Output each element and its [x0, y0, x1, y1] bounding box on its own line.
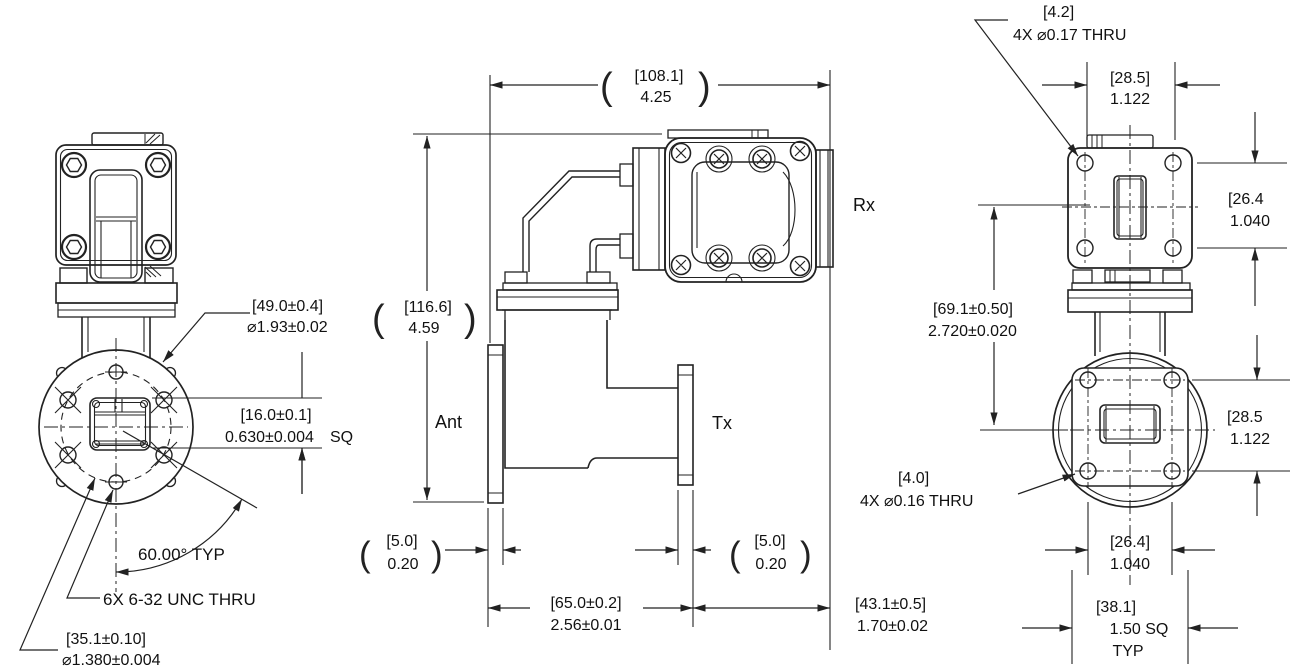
- angle-arc: [115, 498, 243, 576]
- dim-ant-pitch-h-in: 1.040: [1110, 556, 1150, 573]
- cover-screws: [670, 140, 811, 277]
- dim-ant-pitch-v-mm: [28.5: [1227, 409, 1263, 426]
- hex-screw: [60, 151, 172, 261]
- dim-hole-angle: 60.00° TYP: [138, 545, 225, 564]
- diplexer-box: [632, 129, 834, 283]
- ant-flange-plate: [487, 344, 504, 504]
- rear-view-dimensions: [4.2] 4X ⌀0.17 THRU [28.5] 1.122 [26.4 1…: [860, 4, 1290, 664]
- paren-close: ): [464, 298, 477, 340]
- flange-block: [55, 282, 178, 304]
- dim-ant-thickness-mm: [5.0]: [386, 533, 417, 550]
- dim-rx-to-ant-in: 2.720±0.020: [928, 323, 1017, 340]
- dim-bolt-circle-mm: [35.1±0.10]: [66, 631, 146, 648]
- dim-ant-pitch-h-mm: [26.4]: [1110, 534, 1150, 551]
- center-channel: [89, 169, 143, 283]
- body-flange: [496, 289, 619, 311]
- paren-open: (: [600, 66, 613, 108]
- flange-od-leader: [162, 312, 250, 363]
- dim-square-mm: [16.0±0.1]: [240, 407, 311, 424]
- rear-view-geometry: [1045, 125, 1215, 585]
- dim-overall-height-in: 4.59: [408, 320, 439, 337]
- dim-plate-sq-suffix: TYP: [1112, 643, 1143, 660]
- width-ext-lines: [489, 70, 831, 650]
- side-view-dimensions: ( ) [108.1] 4.25 ( ) [116.6] 4.59 ( ) [5…: [359, 66, 928, 650]
- dim-tx-thickness-mm: [5.0]: [754, 533, 785, 550]
- rx-flange-holes: [1076, 154, 1182, 257]
- paren-open: (: [729, 535, 741, 574]
- dim-plate-sq-mm: [38.1]: [1096, 599, 1136, 616]
- elbow-tube: [522, 163, 634, 272]
- housing-outline: [55, 144, 177, 266]
- box-right-flange: [815, 149, 834, 268]
- dim-ant-pitch-v-in: 1.122: [1230, 431, 1270, 448]
- dim-flange-od-in: ⌀1.93±0.02: [247, 319, 328, 336]
- label-rx-port: Rx: [853, 195, 875, 215]
- dim-overall-height-mm: [116.6]: [404, 299, 452, 316]
- bolt-holes: [54, 364, 178, 490]
- rx-holes-leader: [973, 19, 1079, 157]
- rear-view: [4.2] 4X ⌀0.17 THRU [28.5] 1.122 [26.4 1…: [860, 4, 1290, 664]
- dim-ant-to-tx-mm: [65.0±0.2]: [550, 595, 621, 612]
- dim-ant-holes-mm: [4.0]: [898, 470, 929, 487]
- paren-open: (: [372, 298, 385, 340]
- dim-ant-to-tx-in: 2.56±0.01: [550, 617, 621, 634]
- box-left-flange: [632, 147, 666, 271]
- dim-tx-thickness-in: 0.20: [755, 556, 786, 573]
- dim-hole-spec: 6X 6-32 UNC THRU: [103, 590, 256, 609]
- dim-bolt-circle-in: ⌀1.380±0.004: [62, 652, 161, 669]
- dim-ant-thickness-in: 0.20: [387, 556, 418, 573]
- dim-rx-pitch-h-in: 1.040: [1230, 213, 1270, 230]
- dim-rx-pitch-h-mm: [26.4: [1228, 191, 1264, 208]
- dim-square-suffix: SQ: [330, 429, 353, 446]
- front-view-dimensions: [49.0±0.4] ⌀1.93±0.02 [16.0±0.1] 0.630±0…: [19, 298, 353, 669]
- ant-holes-leader: [1017, 473, 1076, 495]
- height-ext-lines: [413, 133, 662, 503]
- paren-open: (: [359, 535, 371, 574]
- front-view-geometry: [38, 132, 194, 592]
- dim-rx-holes-in: 4X ⌀0.17 THRU: [1013, 27, 1126, 44]
- dim-ant-holes-in: 4X ⌀0.16 THRU: [860, 493, 973, 510]
- tx-flange-plate: [677, 364, 694, 486]
- square-aperture: [89, 397, 151, 451]
- side-view: Rx Ant Tx ( ) [108.1] 4.25 ( ) [116.6] 4…: [359, 66, 928, 650]
- dim-tx-to-rx-mm: [43.1±0.5]: [855, 596, 926, 613]
- dim-tx-to-rx-in: 1.70±0.02: [857, 618, 928, 635]
- dim-rx-pitch-w-mm: [28.5]: [1110, 70, 1150, 87]
- dim-rx-to-ant-mm: [69.1±0.50]: [933, 301, 1013, 318]
- label-tx-port: Tx: [712, 413, 732, 433]
- body-outline: [504, 320, 678, 469]
- dim-plate-sq-in: 1.50 SQ: [1110, 621, 1169, 638]
- label-ant-port: Ant: [435, 412, 462, 432]
- hole-spec-leader: [66, 489, 114, 599]
- paren-close: ): [431, 535, 443, 574]
- side-view-geometry: [487, 129, 834, 504]
- dim-square-in: 0.630±0.004: [225, 429, 314, 446]
- angle-radial-line: [122, 430, 258, 509]
- dim-overall-width-in: 4.25: [640, 89, 671, 106]
- hex-sockets: [65, 157, 167, 255]
- front-view: [49.0±0.4] ⌀1.93±0.02 [16.0±0.1] 0.630±0…: [19, 132, 353, 669]
- dim-rx-holes-mm: [4.2]: [1043, 4, 1074, 21]
- paren-close: ): [698, 66, 711, 108]
- dim-overall-width-mm: [108.1]: [635, 68, 684, 85]
- dim-rx-pitch-w-in: 1.122: [1110, 91, 1150, 108]
- dim-flange-od-mm: [49.0±0.4]: [252, 298, 323, 315]
- paren-close: ): [800, 535, 812, 574]
- top-tab: [91, 132, 164, 146]
- bolt-circle-leader: [19, 477, 96, 651]
